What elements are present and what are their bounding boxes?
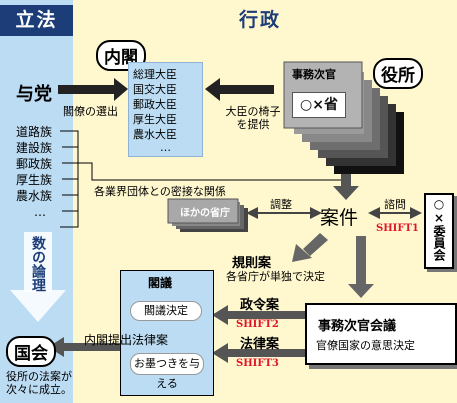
arrow-conference-to-law xyxy=(212,343,306,363)
kakugi-title: 閣議 xyxy=(148,276,173,290)
arrow-conference-to-order xyxy=(212,305,306,325)
shift2-label: SHIFT2 xyxy=(236,319,279,330)
shift3-label: SHIFT3 xyxy=(236,358,279,369)
vice-conference-title: 事務次官会議 xyxy=(318,319,397,334)
vice-conference-box xyxy=(305,303,457,365)
ministries-label: 役所 xyxy=(373,58,423,89)
arrow-party-to-cabinet xyxy=(58,78,128,101)
kakugi-decision: 閣議決定 xyxy=(130,301,202,321)
zoku-4: 厚生族 xyxy=(16,173,53,187)
cabinet-selection-label: 閣僚の選出 xyxy=(63,105,118,118)
minister-3: 郵政大臣 xyxy=(133,98,177,111)
kakugi-stamp: お墨つきを与える xyxy=(130,353,204,390)
cabinet-order-label: 政令案 xyxy=(240,298,280,313)
arrow-bill-to-conference xyxy=(348,236,374,298)
administration-heading: 行政 xyxy=(238,9,281,31)
arrow-bill-to-regulation xyxy=(292,233,328,262)
zoku-1: 道路族 xyxy=(16,125,53,139)
vice-conference-note: 官僚国家の意思決定 xyxy=(316,339,415,352)
minister-2: 国交大臣 xyxy=(133,83,177,96)
regulation-note: 各省庁が単独で決定 xyxy=(226,270,325,283)
minister-ellipsis: … xyxy=(160,141,171,154)
zoku-3: 郵政族 xyxy=(16,157,53,171)
cabinet-box xyxy=(128,62,203,157)
zoku-ellipsis: … xyxy=(34,205,46,219)
legislature-column xyxy=(0,0,73,403)
law-bill-label: 法律案 xyxy=(240,337,280,352)
diet-label: 国会 xyxy=(6,336,56,367)
minister-1: 総理大臣 xyxy=(133,68,177,81)
math-logic-label: 数の論理 xyxy=(30,236,46,292)
ruling-party-label: 与党 xyxy=(16,84,52,105)
ministry-name: ○×省 xyxy=(292,92,346,118)
other-ministries-label: ほかの省庁 xyxy=(180,208,230,219)
regulation-title: 規則案 xyxy=(232,256,272,271)
other-ministries-stack xyxy=(167,198,248,232)
coordination-label: 調整 xyxy=(270,198,292,211)
diet-note-line2: 次々に成立。 xyxy=(6,383,72,396)
minister-chair-line1: 大臣の椅子 xyxy=(225,105,281,118)
committee-label: ○×委員会 xyxy=(432,197,446,261)
zoku-2: 建設族 xyxy=(16,141,53,155)
arrow-kakugi-to-diet xyxy=(48,337,120,357)
committee-box xyxy=(424,193,454,269)
minister-5: 農水大臣 xyxy=(133,128,177,141)
diet-note-line1: 役所の法案が xyxy=(6,370,72,383)
industry-relation-label: 各業界団体との密接な関係 xyxy=(94,185,226,198)
zoku-5: 農水族 xyxy=(16,189,53,203)
kakugi-box xyxy=(120,270,214,396)
shift1-label: SHIFT1 xyxy=(376,223,419,234)
legislature-heading: 立法 xyxy=(0,5,73,36)
bill-label: 案件 xyxy=(320,207,359,229)
minister-4: 厚生大臣 xyxy=(133,113,177,126)
minister-chair-line2: を提供 xyxy=(236,118,270,131)
arrow-ministry-to-cabinet xyxy=(205,78,274,101)
arrow-math-logic xyxy=(10,232,66,322)
inquiry-label: 諮問 xyxy=(384,198,406,211)
cabinet-bill-label: 内閣提出法律案 xyxy=(84,333,169,347)
vice-minister-label: 事務次官 xyxy=(292,68,336,81)
